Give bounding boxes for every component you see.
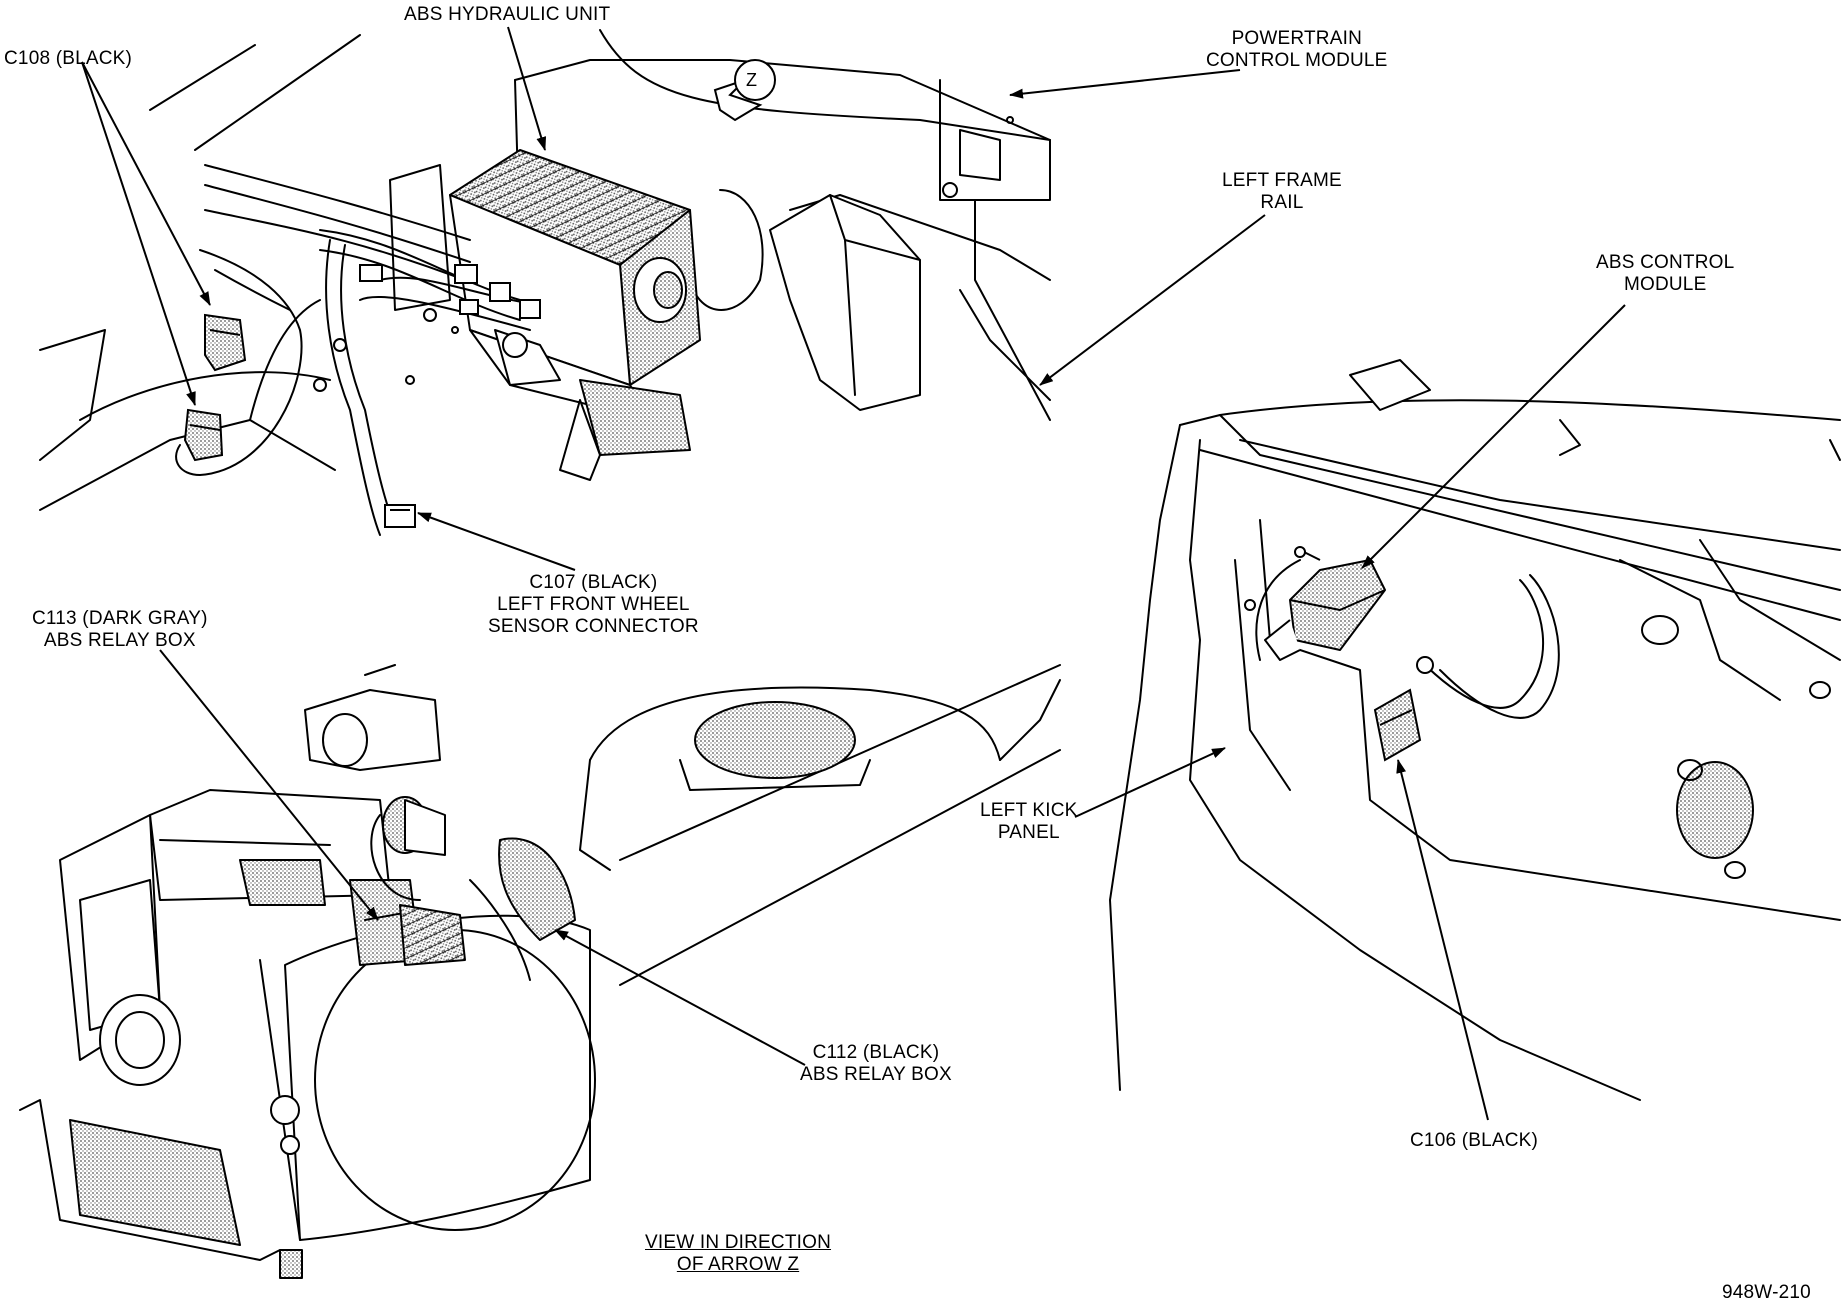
leader-pcm	[1009, 69, 1241, 99]
arrow-z-view	[19, 664, 1061, 1279]
figure-id: 948W-210	[1722, 1282, 1811, 1303]
label-c113: C113 (DARK GRAY) ABS RELAY BOX	[32, 608, 208, 651]
leader-arrows	[81, 26, 1626, 1121]
c107-connector	[384, 504, 416, 528]
leader-c108-lower	[81, 61, 196, 406]
leader-c108-upper	[81, 61, 211, 306]
c108-connectors	[183, 313, 247, 462]
label-c108: C108 (BLACK)	[4, 48, 133, 69]
frame-rail-bracket	[769, 194, 921, 411]
label-abs-hydraulic-unit: ABS HYDRAULIC UNIT	[404, 4, 611, 25]
leader-c112	[554, 929, 806, 1066]
leader-abs-hydraulic-unit	[507, 26, 547, 151]
leader-left-frame-rail	[1039, 214, 1266, 386]
leader-left-kick-panel	[1074, 747, 1226, 818]
leader-c113	[159, 649, 379, 921]
abs-hydraulic-unit-top	[389, 149, 701, 481]
label-powertrain-control-module: POWERTRAIN CONTROL MODULE	[1206, 28, 1388, 71]
leader-c106	[1396, 759, 1489, 1121]
brake-lines-and-harness	[175, 164, 541, 536]
label-left-frame-rail: LEFT FRAME RAIL	[1222, 170, 1342, 213]
label-abs-control-module: ABS CONTROL MODULE	[1596, 252, 1735, 295]
c106-connector	[1373, 688, 1422, 762]
label-arrow-z: Z	[746, 70, 758, 90]
engine-compartment-view	[39, 29, 1051, 511]
label-c112: C112 (BLACK) ABS RELAY BOX	[800, 1042, 952, 1085]
label-left-kick-panel: LEFT KICK PANEL	[980, 800, 1078, 843]
label-c106: C106 (BLACK)	[1410, 1130, 1539, 1151]
label-view-in-direction: VIEW IN DIRECTION OF ARROW Z	[645, 1232, 832, 1275]
arrow-z-indicator	[713, 59, 776, 122]
leader-abs-control-module	[1361, 304, 1626, 569]
kick-panel-view	[1109, 359, 1841, 1101]
abs-control-module	[1244, 546, 1434, 674]
leader-c107	[417, 512, 576, 571]
label-c107: C107 (BLACK) LEFT FRONT WHEEL SENSOR CON…	[488, 572, 699, 637]
